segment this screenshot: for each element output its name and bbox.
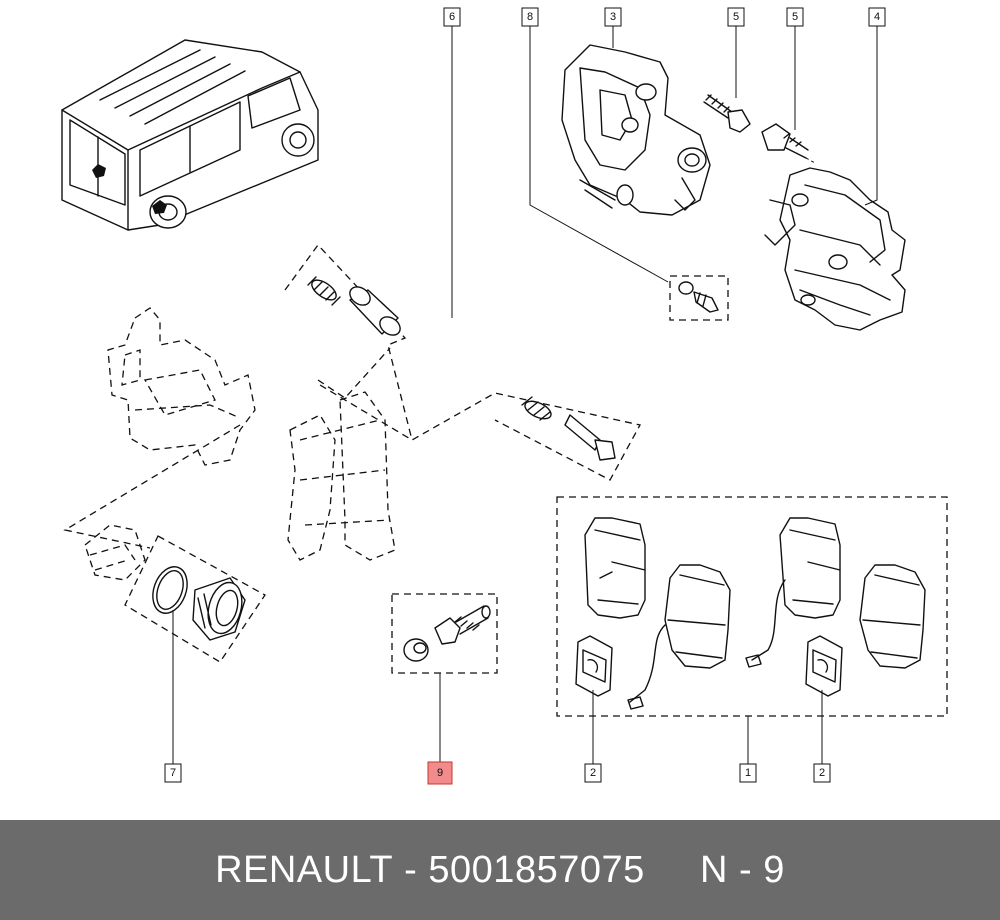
- callout-8: 8: [521, 7, 539, 27]
- caliper-bracket-outline: [107, 307, 256, 466]
- callout-6: 6: [443, 7, 461, 27]
- brake-pad-set: [556, 496, 948, 717]
- parts-diagram: 6 8 3 5 5 4 7 9 2 1 2: [61, 7, 948, 785]
- bleeder-screw-kit: [669, 275, 729, 321]
- piston-seal-kit: [84, 524, 266, 663]
- callout-4: 4: [868, 7, 886, 27]
- callout-5b: 5: [786, 7, 804, 27]
- van-illustration: [61, 39, 319, 231]
- pad-spring-clip-1: [575, 635, 613, 697]
- svg-text:2: 2: [819, 767, 825, 779]
- caliper-bolt-2: [761, 123, 809, 159]
- footer-brand: RENAULT: [215, 848, 394, 891]
- footer-separator: -: [393, 848, 429, 891]
- bolt-leader: [805, 157, 816, 164]
- svg-text:3: 3: [610, 11, 616, 23]
- callout-2b: 2: [813, 763, 831, 783]
- callout-3: 3: [604, 7, 622, 27]
- guide-pin-kit: [284, 243, 641, 561]
- svg-text:1: 1: [745, 767, 751, 779]
- svg-text:5: 5: [733, 11, 739, 23]
- callout-9-highlighted: 9: [427, 761, 453, 785]
- svg-text:5: 5: [792, 11, 798, 23]
- footer-part-number: 5001857075: [428, 848, 645, 891]
- callout-7: 7: [164, 763, 182, 783]
- bolt-kit: [391, 593, 498, 674]
- caliper-bolt-1: [703, 94, 751, 133]
- footer-position-prefix: N -: [700, 848, 764, 891]
- footer-banner: RENAULT - 5001857075 N - 9: [0, 820, 1000, 920]
- svg-text:6: 6: [449, 11, 455, 23]
- bracket-leader: [63, 424, 241, 549]
- caliper-body: [561, 44, 711, 216]
- svg-text:2: 2: [590, 767, 596, 779]
- svg-text:7: 7: [170, 767, 176, 779]
- svg-text:8: 8: [527, 11, 533, 23]
- svg-text:9: 9: [437, 767, 443, 779]
- footer-gap: [645, 849, 700, 892]
- callout-5a: 5: [727, 7, 745, 27]
- pad-spring-clip-2: [805, 635, 843, 697]
- callout-1: 1: [739, 763, 757, 783]
- footer-position-value: 9: [763, 848, 785, 891]
- callout-leaders: [172, 26, 878, 764]
- callout-2a: 2: [584, 763, 602, 783]
- caliper-carrier-assembly: [764, 167, 906, 331]
- svg-text:4: 4: [874, 11, 880, 23]
